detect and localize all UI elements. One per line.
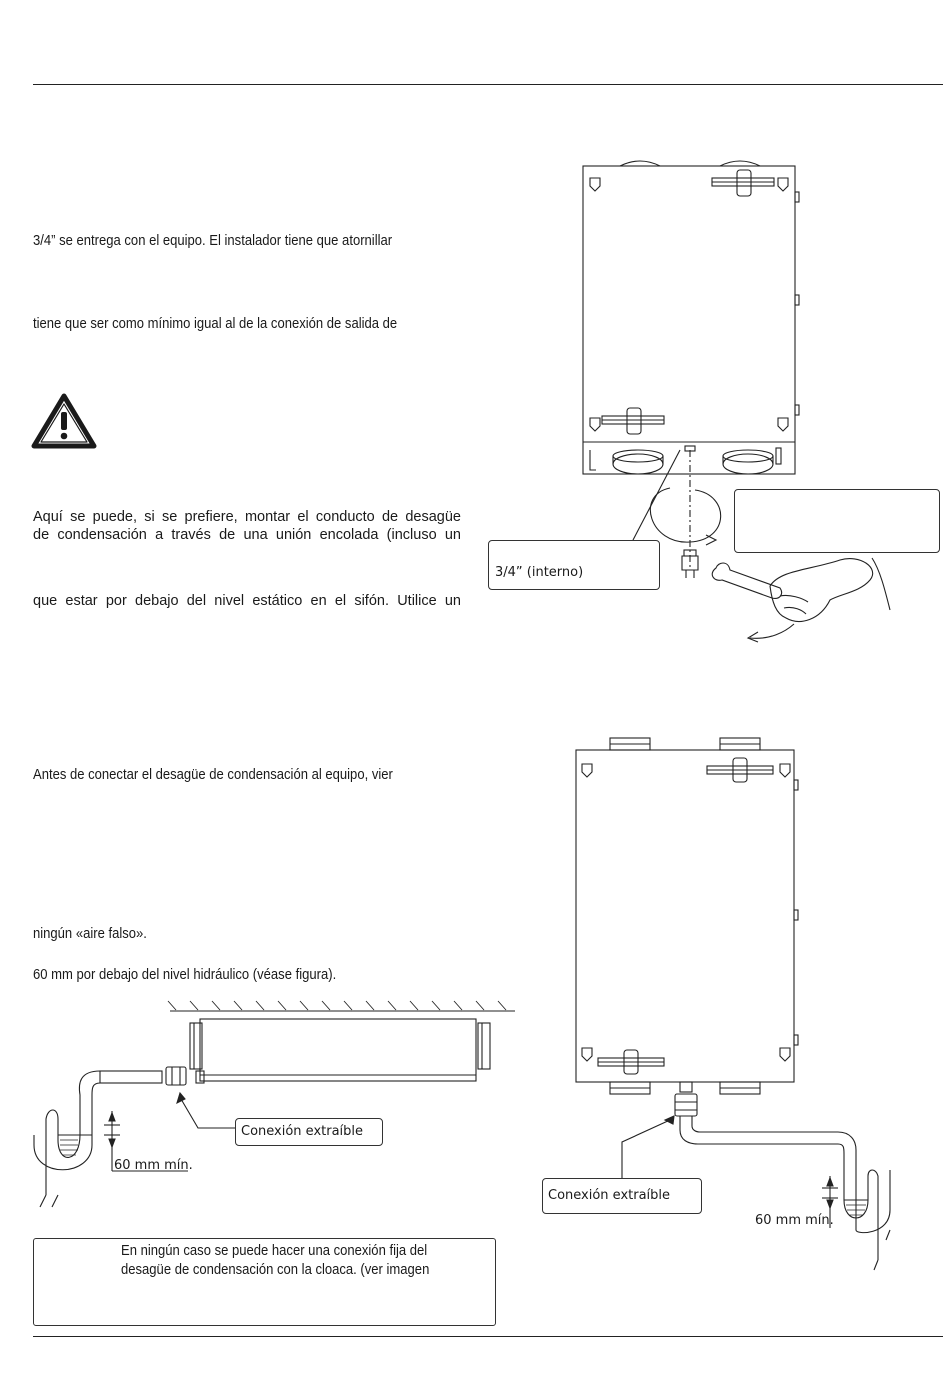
figure3-connection-label: Conexión extraíble — [548, 1188, 671, 1203]
figure1-thread-box: 3/4” (interno) — [488, 540, 660, 590]
paragraph-static-level: que estar por debajo del nivel estático … — [33, 592, 461, 610]
bottom-rule — [33, 1336, 943, 1337]
paragraph-false-air: ningún «aire falso». — [33, 926, 147, 942]
figure3-min-label: 60 mm mín. — [755, 1213, 834, 1228]
note-box: En ningún caso se puede hacer una conexi… — [33, 1238, 496, 1326]
paragraph-hydraulic-level: 60 mm por debajo del nivel hidráulico (v… — [33, 967, 337, 983]
figure2-connection-box: Conexión extraíble — [235, 1118, 383, 1146]
note-line2: desagüe de condensación con la cloaca. (… — [121, 1262, 430, 1278]
paragraph-thread: 3/4” se entrega con el equipo. El instal… — [33, 233, 393, 249]
figure2-min-label: 60 mm mín. — [114, 1158, 193, 1173]
top-rule — [33, 84, 943, 85]
figure-horizontal-drain — [33, 1000, 515, 1208]
paragraph-before-connecting: Antes de conectar el desagüe de condensa… — [33, 767, 393, 783]
figure3-connection-box: Conexión extraíble — [542, 1178, 702, 1214]
figure1-callout-box — [734, 489, 940, 553]
figure-unit-drain-mounting — [582, 160, 891, 643]
paragraph-glued-joint: Aquí se puede, si se prefiere, montar el… — [33, 508, 461, 544]
paragraph-glued-joint-line1: Aquí se puede, si se prefiere, montar el… — [33, 509, 461, 525]
warning-triangle-icon — [31, 393, 97, 449]
figure2-connection-label: Conexión extraíble — [241, 1124, 364, 1139]
figure-vertical-drain — [575, 737, 891, 1271]
paragraph-diameter: tiene que ser como mínimo igual al de la… — [33, 316, 398, 332]
paragraph-static-level-line: que estar por debajo del nivel estático … — [33, 593, 461, 609]
figure1-thread-label: 3/4” (interno) — [495, 565, 584, 580]
note-line1: En ningún caso se puede hacer una conexi… — [121, 1243, 428, 1259]
paragraph-glued-joint-line2: de condensación a través de una unión en… — [33, 527, 461, 543]
